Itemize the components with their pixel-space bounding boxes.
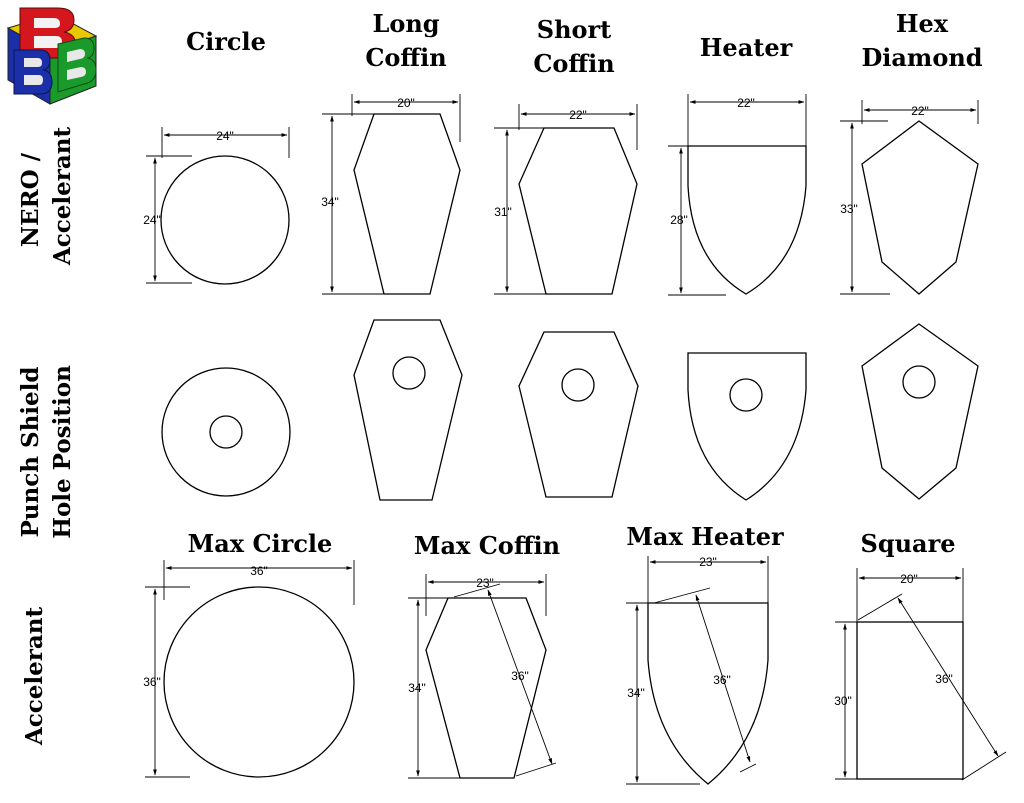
dim-max-coffin-diagonal: 36" [511,669,529,683]
title-short-coffin-line2: Coffin [533,49,614,78]
dim-short-coffin-width: 22" [569,108,587,122]
dim-square-diagonal: 36" [935,672,953,686]
bbb-logo [6,7,98,105]
row-label-nero-line1: NERO / [17,152,44,247]
short-coffin-shield [494,104,638,295]
dim-square-height: 30" [834,694,852,708]
dim-max-coffin-height: 34" [408,681,426,695]
dim-long-coffin-height: 34" [321,195,339,209]
title-circle: Circle [186,27,266,56]
title-long-coffin-line1: Long [372,9,439,38]
long-coffin-shield [322,94,461,295]
row-label-punch-line1: Punch Shield [17,367,44,538]
title-heater: Heater [700,33,793,62]
title-hex-diamond-line1: Hex [896,9,949,38]
max-heater-shield [626,556,769,785]
short-coffin-punch-shield [518,331,639,498]
title-max-heater: Max Heater [626,522,784,551]
title-max-circle: Max Circle [188,529,333,558]
dim-long-coffin-width: 20" [397,96,415,110]
dim-max-circle-width: 36" [250,564,268,578]
dim-circle-height: 24" [143,213,161,227]
dim-hex-height: 33" [840,202,858,216]
title-long-coffin-line2: Coffin [365,43,446,72]
dim-max-heater-height: 34" [627,686,645,700]
row-label-punch-line2: Hole Position [49,365,76,539]
row-label-accelerant: Accelerant [21,607,48,747]
hex-diamond-punch-shield [861,323,979,500]
dim-max-coffin-width: 23" [476,576,494,590]
title-max-coffin: Max Coffin [414,531,560,560]
hex-diamond-shield [840,100,979,295]
circle-punch-shield [161,367,291,497]
max-coffin-shield [408,574,557,779]
dim-max-circle-height: 36" [143,675,161,689]
max-circle-shield [145,560,355,778]
dim-max-heater-diagonal: 36" [713,673,731,687]
dim-heater-height: 28" [670,213,688,227]
dim-heater-width: 22" [737,96,755,110]
heater-shield [668,94,807,296]
title-short-coffin-line1: Short [537,15,612,44]
dim-hex-width: 22" [911,104,929,118]
dim-circle-width: 24" [216,129,234,143]
long-coffin-punch-shield [353,319,463,501]
square-shield [835,568,1007,781]
title-hex-diamond-line2: Diamond [861,43,982,72]
heater-punch-shield [687,352,807,501]
dim-short-coffin-height: 31" [494,205,512,219]
dim-square-width: 20" [900,572,918,586]
title-square: Square [860,529,955,558]
dim-max-heater-width: 23" [699,555,717,569]
circle-shield [146,127,290,285]
row-label-nero-line2: Accelerant [49,127,76,267]
